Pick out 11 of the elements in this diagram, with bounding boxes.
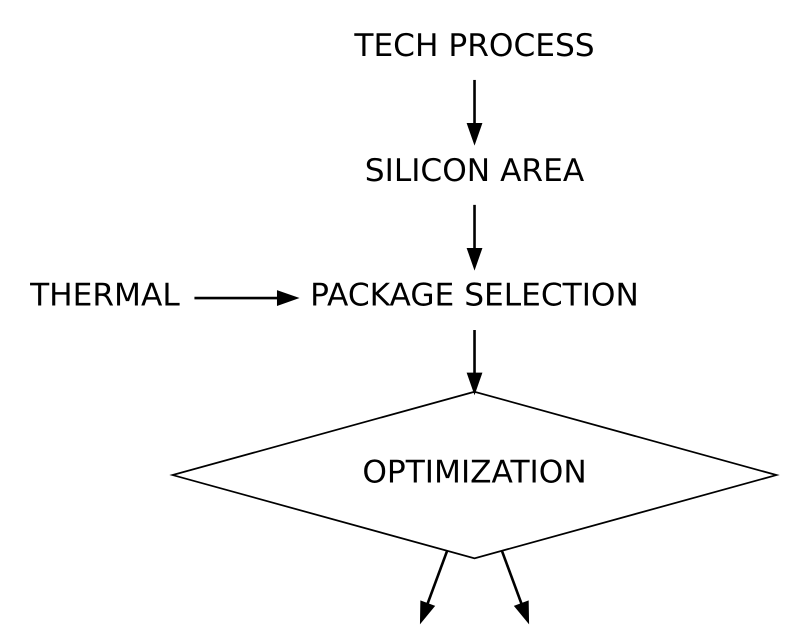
arrow bbox=[466, 204, 482, 270]
arrow bbox=[420, 550, 448, 624]
node-text: SILICON AREA bbox=[364, 152, 584, 188]
node-text: THERMAL bbox=[30, 277, 180, 314]
arrow bbox=[466, 330, 482, 395]
node-text: PACKAGE SELECTION bbox=[310, 277, 639, 314]
arrow bbox=[500, 550, 530, 624]
arrow bbox=[194, 290, 300, 306]
node-text: TECH PROCESS bbox=[354, 27, 595, 64]
node-diamond: OPTIMIZATION bbox=[169, 390, 780, 559]
arrow bbox=[466, 79, 482, 146]
